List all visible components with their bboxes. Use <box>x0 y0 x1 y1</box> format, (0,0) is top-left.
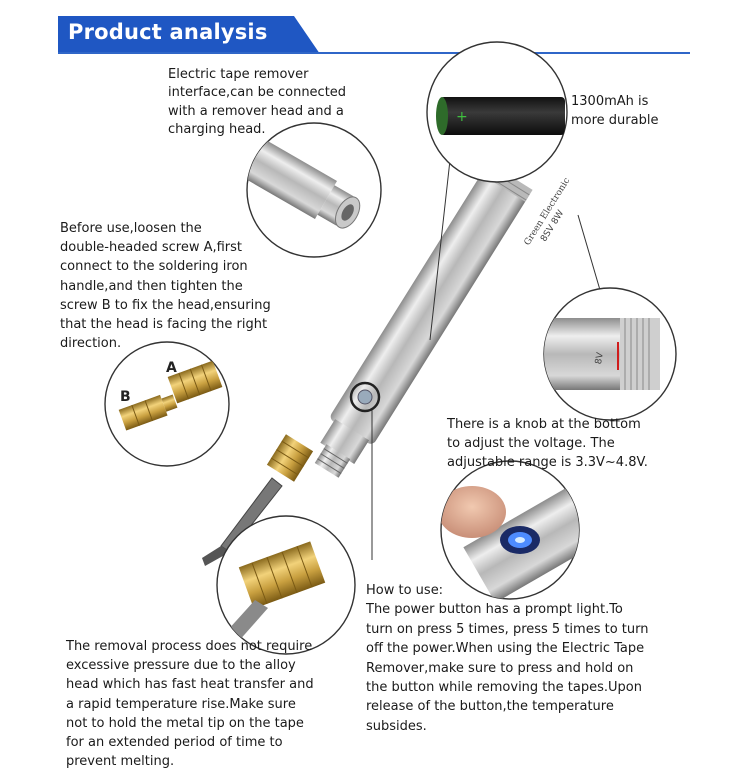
removal-note: The removal process does not require exc… <box>66 639 314 770</box>
power-button-icon <box>349 381 381 413</box>
battery-note: 1300mAh is more durable <box>571 94 659 128</box>
interface-note: Electric tape remover interface,can be c… <box>168 67 347 138</box>
screw-b-label: B <box>120 389 131 405</box>
page-title: Product analysis <box>68 20 268 44</box>
knob-marking-text: 8V <box>594 351 606 365</box>
header-banner: Product analysis <box>58 16 320 54</box>
leader-lines <box>371 159 601 560</box>
how-to-use-note: How to use: The power button has a promp… <box>366 583 649 734</box>
banner-shape <box>58 16 320 54</box>
battery-icon: + <box>436 97 565 135</box>
svg-text:+: + <box>456 109 468 125</box>
screw-a-label: A <box>166 360 177 376</box>
header-rule <box>58 52 690 54</box>
before-use-note: Before use,loosen the double-headed scre… <box>60 221 271 352</box>
knob-note: There is a knob at the bottom to adjust … <box>447 417 648 470</box>
